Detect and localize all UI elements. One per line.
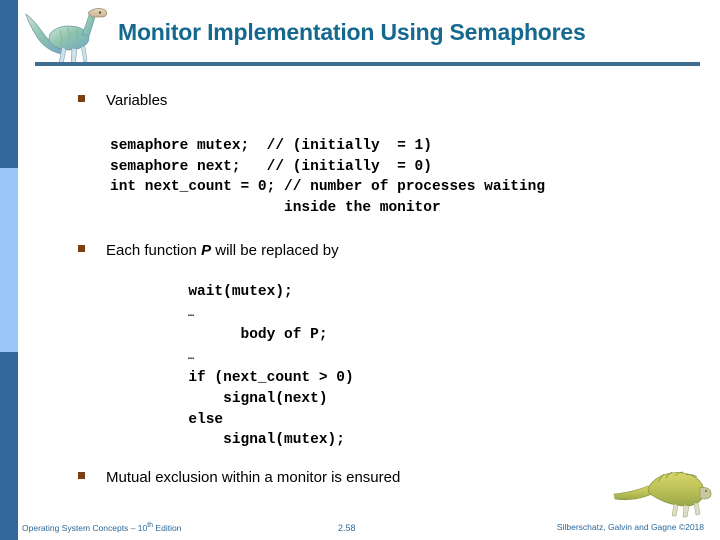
code-line-semaphore-next: semaphore next; // (initially = 0) (110, 158, 432, 175)
bullet-label-each-function: Each function P will be replaced by (106, 242, 339, 259)
bullet-square-icon (78, 95, 85, 102)
code-line-semaphore-mutex: semaphore mutex; // (initially = 1) (110, 138, 432, 154)
code-line-else: else (110, 411, 224, 428)
code-block-function-body: wait(mutex); … body of P; … if (next_cou… (110, 282, 354, 451)
text-after-emphasis: will be replaced by (211, 242, 339, 259)
emphasis-P: P (201, 242, 212, 259)
code-line-signal-mutex: signal(mutex); (110, 432, 345, 449)
code-line-if-next-count: if (next_count > 0) (110, 370, 354, 387)
footer-page-number: 2.58 (338, 523, 356, 533)
code-line-inside-monitor: inside the monitor (110, 199, 441, 216)
bullet-label-mutual-exclusion: Mutual exclusion within a monitor is ens… (106, 469, 401, 486)
code-line-next-count: int next_count = 0; // number of process… (110, 179, 546, 196)
bullet-square-icon (78, 245, 85, 252)
sidebar-stripe-top (0, 0, 18, 168)
footer-title-text: Operating System Concepts – 10 (22, 522, 148, 533)
bullet-item-each-function: Each function P will be replaced by (78, 242, 339, 259)
footer-edition-text: Edition (153, 522, 182, 533)
code-block-variables: semaphore mutex; // (initially = 1) sema… (110, 136, 545, 218)
sidebar-stripe-bottom (0, 352, 18, 540)
code-line-body-of-p: body of P; (110, 327, 328, 344)
bullet-item-mutual-exclusion: Mutual exclusion within a monitor is ens… (78, 469, 400, 486)
dinosaur-logo-icon (25, 8, 108, 66)
slide-header: Monitor Implementation Using Semaphores (0, 0, 720, 70)
code-line-ellipsis-top: … (110, 308, 195, 320)
bullet-square-icon (78, 472, 85, 479)
footer-ordinal-suffix: th (147, 522, 154, 529)
text-before-emphasis: Each function (106, 242, 202, 259)
code-line-wait-mutex: wait(mutex); (110, 284, 293, 300)
code-line-signal-next: signal(next) (110, 390, 328, 407)
title-divider (35, 62, 700, 66)
page-title: Monitor Implementation Using Semaphores (118, 19, 586, 45)
footer-book-title: Operating System Concepts – 10th Edition (22, 522, 181, 533)
footer-copyright: Silberschatz, Galvin and Gagne ©2018 (556, 522, 704, 532)
sidebar-stripe-middle (0, 168, 18, 352)
bullet-label-variables: Variables (106, 92, 168, 109)
code-line-ellipsis-bottom: … (110, 351, 195, 363)
dinosaur-spinosaurus-icon (613, 471, 712, 518)
bullet-item-variables: Variables (78, 92, 167, 109)
